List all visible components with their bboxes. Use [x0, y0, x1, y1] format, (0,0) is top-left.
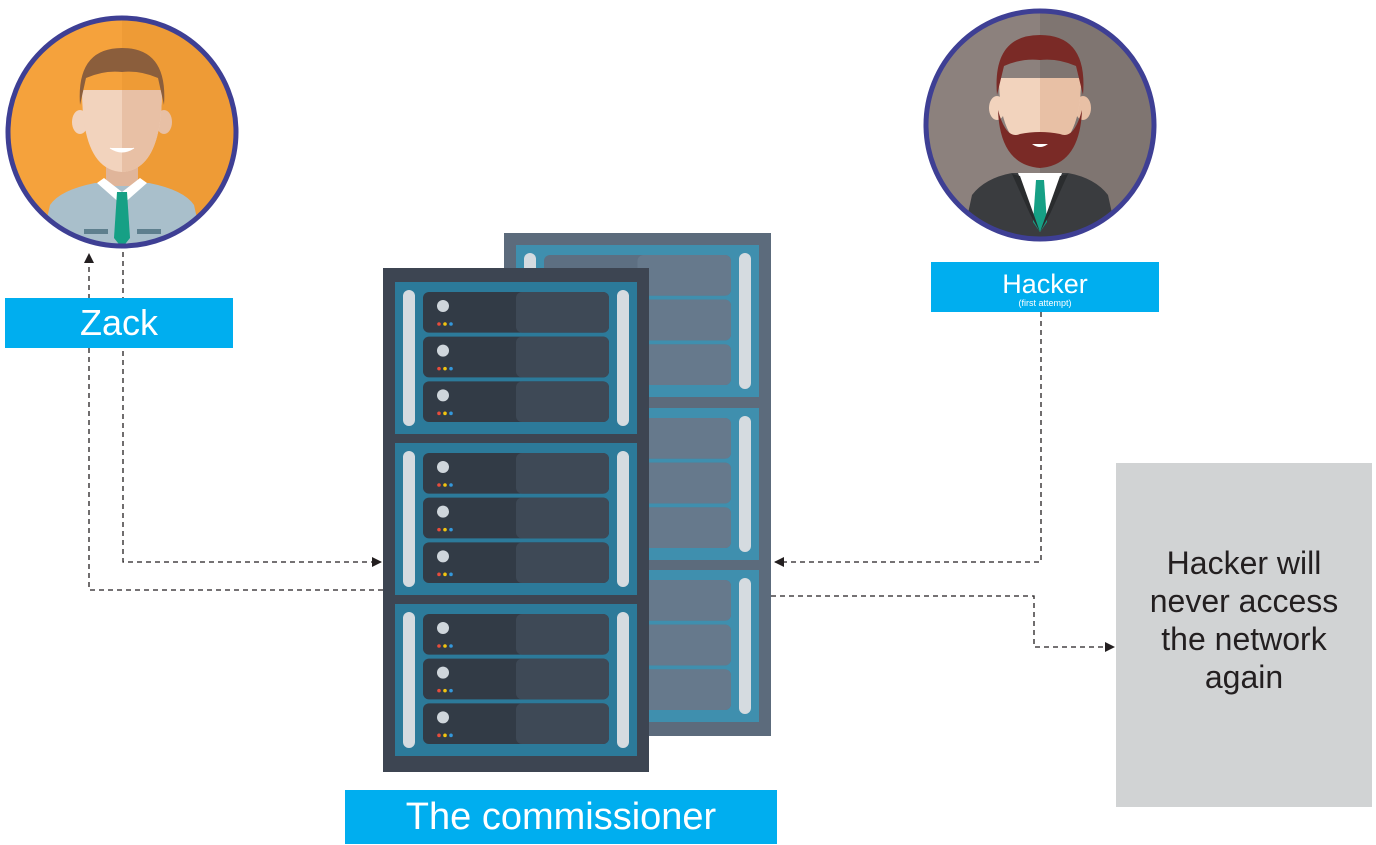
server-unit: [395, 443, 637, 595]
hacker-avatar: [923, 8, 1157, 242]
connectors: [84, 252, 1115, 652]
connector-hacker-to-server: [774, 312, 1042, 567]
hacker-label-note: (first attempt): [1018, 297, 1072, 308]
result-text: Hacker will never access the network aga…: [1149, 545, 1339, 695]
server-unit: [395, 282, 637, 434]
connector-server-to-zack: [84, 253, 383, 591]
server-label-text: The commissioner: [405, 796, 717, 838]
man-avatar-icon: [5, 15, 239, 249]
zack-label: Zack: [5, 298, 233, 348]
server-unit: [395, 604, 637, 756]
hacker-label: Hacker (first attempt): [931, 262, 1159, 312]
zack-avatar: [5, 15, 239, 249]
zack-label-text: Zack: [79, 302, 158, 343]
server-rack-front: [383, 268, 649, 772]
connector-zack-to-server: [122, 252, 382, 567]
result-box: Hacker will never access the network aga…: [1116, 463, 1372, 807]
hacker-label-text: Hacker: [1002, 268, 1088, 299]
server-label: The commissioner: [345, 790, 777, 844]
connector-server-to-result: [771, 595, 1115, 652]
bearded-man-avatar-icon: [923, 8, 1157, 242]
